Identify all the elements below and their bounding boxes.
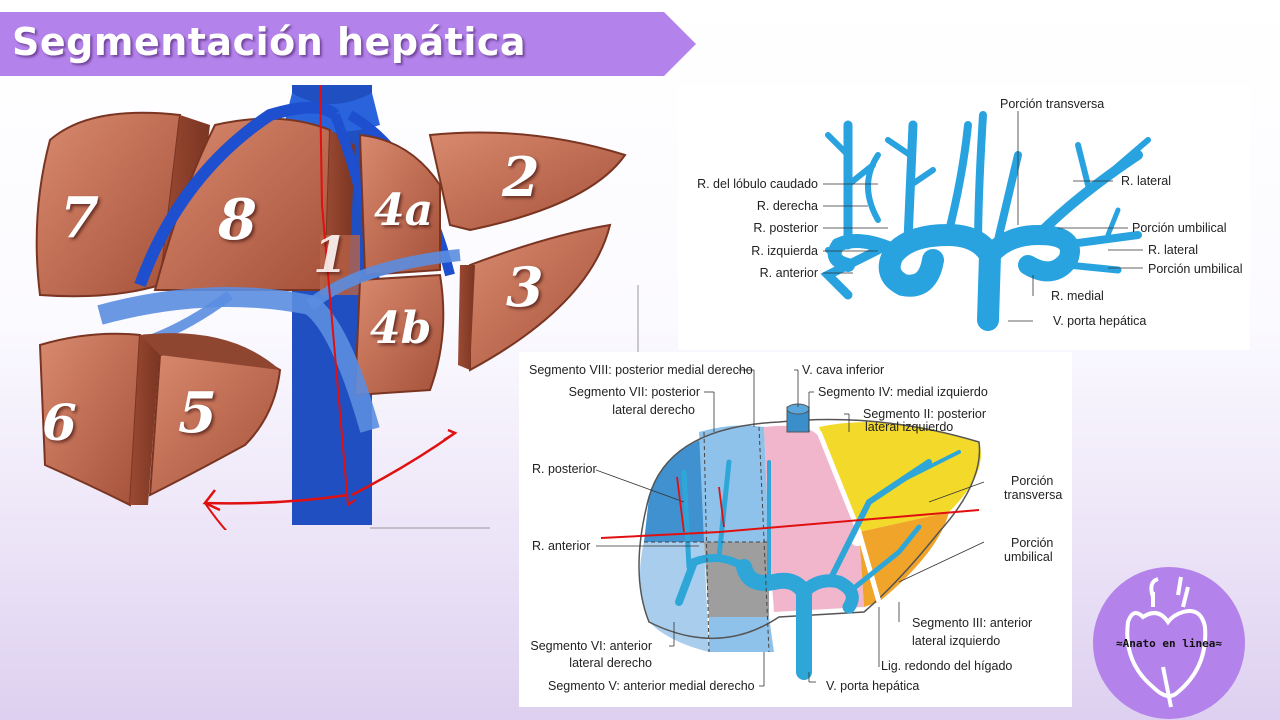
segment-number-4b: 4b <box>370 303 431 354</box>
segment-number-2: 2 <box>502 145 540 209</box>
anato-en-linea-logo: ≈Anato en linea≈ <box>1093 567 1245 719</box>
page-title: Segmentación hepática <box>12 20 526 64</box>
seg-label-r-posterior: R. posterior <box>532 462 597 476</box>
seg-label-ii-1: Segmento II: posterior <box>863 407 986 421</box>
segment-number-4a: 4a <box>374 185 433 236</box>
title-banner: Segmentación hepática <box>0 12 696 76</box>
portal-label-posterior: R. posterior <box>753 221 818 235</box>
seg-label-transversa-2: transversa <box>1004 488 1062 502</box>
logo-text: ≈Anato en linea≈ <box>1093 637 1245 650</box>
portal-label-izquierda: R. izquierda <box>751 244 818 258</box>
seg-label-ii-2: lateral izquierdo <box>865 420 953 434</box>
portal-label-lateral-2: R. lateral <box>1148 243 1198 257</box>
seg-label-vii-2: lateral derecho <box>612 403 695 417</box>
seg-label-umbilical-1: Porción <box>1011 536 1053 550</box>
seg-label-vi-1: Segmento VI: anterior <box>530 639 652 653</box>
portal-label-lateral-1: R. lateral <box>1121 174 1171 188</box>
seg-label-vii-1: Segmento VII: posterior <box>569 385 700 399</box>
portal-label-umbilical-2: Porción umbilical <box>1148 262 1242 276</box>
portal-vein-diagram: R. del lóbulo caudado R. derecha R. post… <box>678 85 1250 350</box>
seg-label-iv: Segmento IV: medial izquierdo <box>818 385 988 399</box>
portal-label-porta: V. porta hepática <box>1053 314 1146 328</box>
portal-label-medial: R. medial <box>1051 289 1104 303</box>
seg-label-porta: V. porta hepática <box>826 679 919 693</box>
portal-label-umbilical-1: Porción umbilical <box>1132 221 1226 235</box>
segment-number-5: 5 <box>178 380 217 446</box>
liver-segment-map: Segmento VIII: posterior medial derecho … <box>519 352 1072 707</box>
segment-number-1: 1 <box>313 225 348 284</box>
seg-label-transversa-1: Porción <box>1011 474 1053 488</box>
seg-label-iii-1: Segmento III: anterior <box>912 616 1032 630</box>
seg-label-vi-2: lateral derecho <box>569 656 652 670</box>
segment-number-8: 8 <box>218 187 257 253</box>
seg-label-umbilical-2: umbilical <box>1004 550 1053 564</box>
portal-label-transversa: Porción transversa <box>1000 97 1104 111</box>
portal-label-anterior: R. anterior <box>760 266 818 280</box>
seg-label-iii-2: lateral izquierdo <box>912 634 1000 648</box>
portal-label-caudado: R. del lóbulo caudado <box>697 177 818 191</box>
seg-label-cava: V. cava inferior <box>802 363 884 377</box>
seg-label-viii: Segmento VIII: posterior medial derecho <box>529 363 753 377</box>
segment-number-6: 6 <box>42 393 77 452</box>
seg-label-v: Segmento V: anterior medial derecho <box>548 679 755 693</box>
segment-number-3: 3 <box>506 255 544 319</box>
segment-number-7: 7 <box>60 185 99 251</box>
seg-label-r-anterior: R. anterior <box>532 539 590 553</box>
seg-label-lig-redondo: Lig. redondo del hígado <box>881 659 1012 673</box>
portal-label-derecha: R. derecha <box>757 199 818 213</box>
